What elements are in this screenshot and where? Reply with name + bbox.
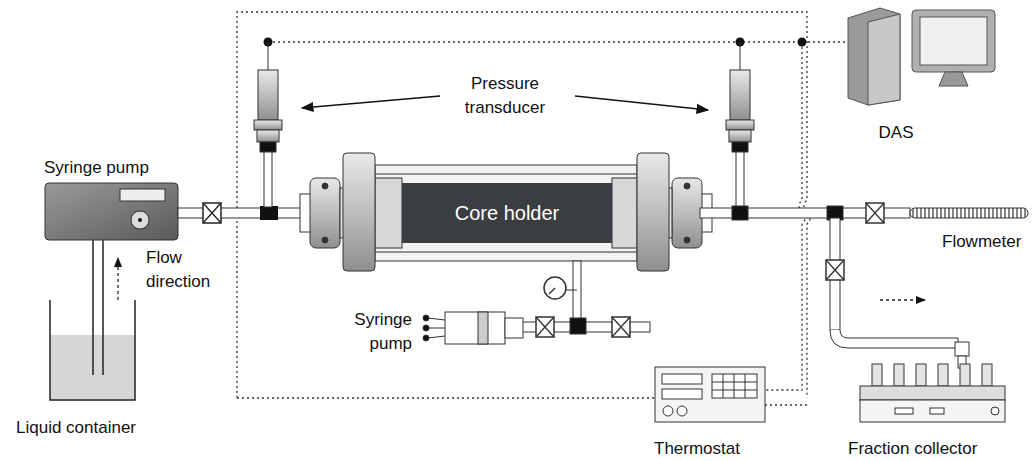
fraction-collector: [860, 364, 1005, 422]
inlet-line: [178, 203, 310, 223]
part-label: Flow direction: [146, 246, 226, 294]
thermostat: [655, 367, 765, 422]
part-label: Fraction collector: [848, 437, 1018, 461]
flow-arrow: [880, 299, 925, 300]
wire-dot: [264, 38, 807, 47]
syringe-pump: [45, 183, 178, 240]
part-label: Pressure transducer: [450, 72, 560, 120]
part-label: Thermostat: [654, 437, 764, 461]
core-holder-box: Core holder: [402, 183, 612, 243]
confining-pump: [423, 261, 650, 344]
liquid-container: [50, 240, 135, 400]
outlet-line: [700, 203, 1028, 368]
part-label: DAS: [872, 121, 920, 145]
part-label: Syringe pump: [44, 156, 174, 180]
part-label: Syringe pump: [330, 308, 412, 356]
computer: [848, 8, 995, 105]
node-text: Core holder: [455, 202, 560, 225]
part-label: Liquid container: [16, 416, 176, 440]
core-holder-body: [300, 153, 712, 271]
part-label: Flowmeter: [942, 230, 1032, 254]
